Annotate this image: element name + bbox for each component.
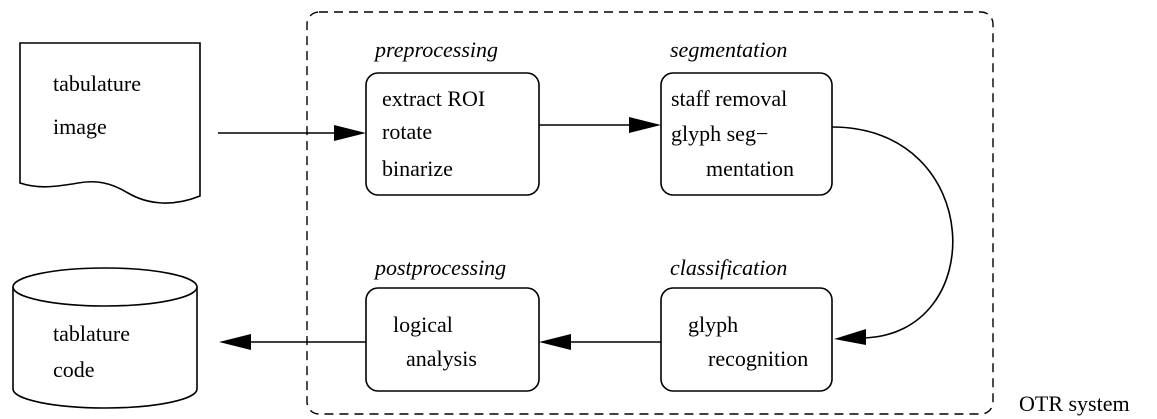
arrow-preprocessing-to-segmentation <box>539 117 661 133</box>
classification-box <box>660 287 833 392</box>
stage-title-postprocessing: postprocessing <box>373 255 506 280</box>
segmentation-line2: glyph seg− <box>671 121 768 146</box>
stage-title-preprocessing: preprocessing <box>373 37 498 62</box>
preprocessing-line1: extract ROI <box>382 86 485 111</box>
output-label-line2: code <box>53 357 95 382</box>
classification-line1: glyph <box>688 312 738 337</box>
arrow-segmentation-to-classification <box>831 126 954 345</box>
output-label-line1: tablature <box>53 321 130 346</box>
arrow-classification-to-postprocessing <box>539 334 661 350</box>
input-document: tabulature image <box>19 42 201 204</box>
arrowhead <box>539 334 571 350</box>
preprocessing-line2: rotate <box>382 119 432 144</box>
otr-system-boundary <box>306 11 994 415</box>
segmentation-line1: staff removal <box>671 86 787 111</box>
stage-postprocessing: postprocessing logical analysis <box>365 255 540 392</box>
stage-classification: classification glyph recognition <box>660 255 833 392</box>
system-label: OTR system <box>1019 391 1130 416</box>
arrowhead <box>334 125 366 141</box>
stage-title-segmentation: segmentation <box>670 37 787 62</box>
classification-line2: recognition <box>708 346 808 371</box>
stage-preprocessing: preprocessing extract ROI rotate binariz… <box>365 37 540 196</box>
segmentation-line3: mentation <box>706 156 794 181</box>
stage-title-classification: classification <box>670 255 787 280</box>
postprocessing-box <box>365 287 540 392</box>
arrow-curve <box>831 126 954 339</box>
input-label-line1: tabulature <box>53 71 141 96</box>
preprocessing-line3: binarize <box>382 156 453 181</box>
cylinder-top <box>12 267 198 307</box>
segmentation-box <box>660 72 833 196</box>
cylinder-body <box>12 287 198 409</box>
arrowhead <box>834 329 866 345</box>
arrow-input-to-preprocessing <box>218 125 366 141</box>
postprocessing-line2: analysis <box>406 346 477 371</box>
input-label-line2: image <box>53 114 107 139</box>
arrow-postprocessing-to-output <box>219 334 366 350</box>
output-database: tablature code <box>12 267 198 409</box>
document-shape <box>19 42 201 204</box>
arrowhead <box>629 117 661 133</box>
postprocessing-line1: logical <box>393 312 453 337</box>
arrowhead <box>219 334 251 350</box>
preprocessing-box <box>365 72 540 196</box>
stage-segmentation: segmentation staff removal glyph seg− me… <box>660 37 833 196</box>
